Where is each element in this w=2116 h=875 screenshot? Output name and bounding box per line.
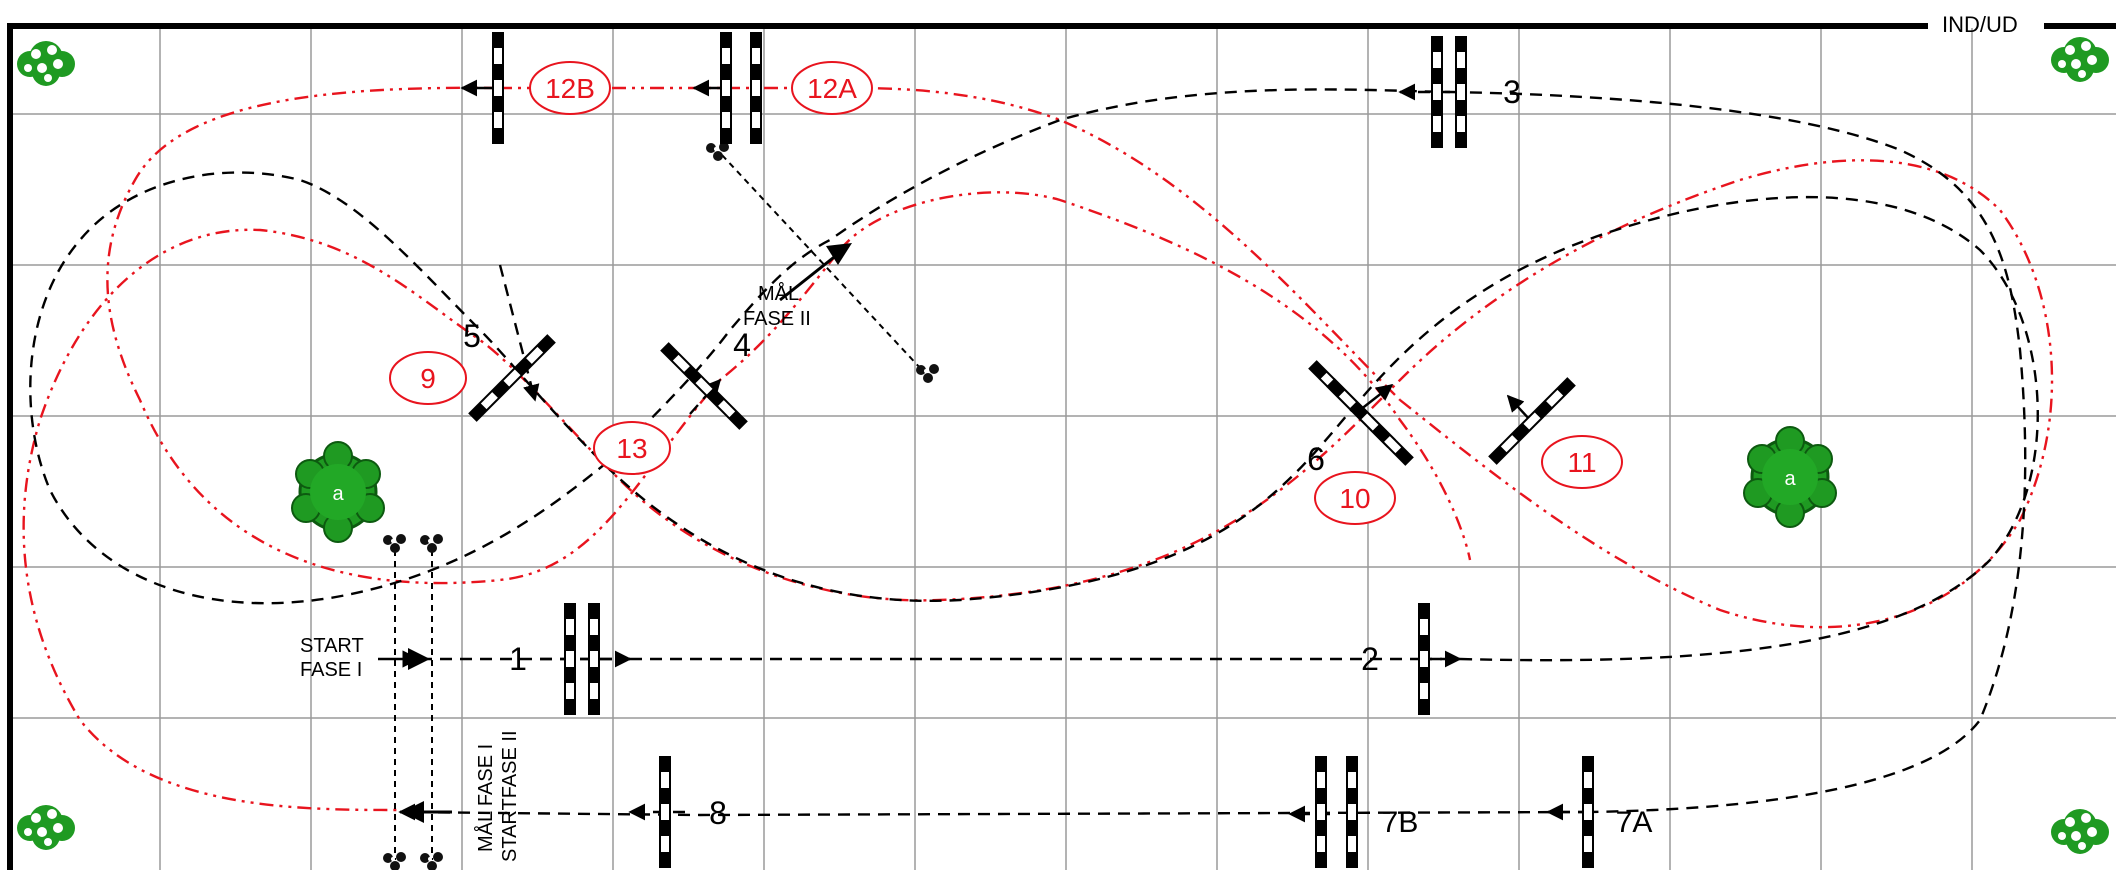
tree-left-icon: a xyxy=(290,440,386,544)
finish-phase2-label-line1: MÅL xyxy=(758,282,799,305)
arena-border xyxy=(7,23,2116,870)
corner-bush-top-left-icon xyxy=(17,41,75,86)
svg-text:a: a xyxy=(1784,468,1796,490)
start-phase1-label-line2: FASE I xyxy=(300,659,362,681)
phase2-label-11: 11 xyxy=(1541,435,1623,489)
obstacle-2-fence xyxy=(1418,603,1430,715)
obstacle-label-8: 8 xyxy=(709,795,727,831)
finish-phase2-label-line2: FASE II xyxy=(743,308,811,330)
phase2-label-12a: 12A xyxy=(791,61,873,115)
entry-exit-label: IND/UD xyxy=(1942,12,2018,37)
start-finish-lines xyxy=(394,154,923,860)
corner-bush-bottom-right-icon xyxy=(2051,809,2109,854)
corner-bush-top-right-icon xyxy=(2051,37,2109,82)
start-flag-left-icon xyxy=(383,534,406,553)
finish1-start2-label-line2: STARTFASE II xyxy=(499,730,521,862)
obstacle-12a-fence xyxy=(720,32,762,144)
phase1-route xyxy=(29,88,2039,817)
obstacle-5-fence xyxy=(468,334,556,422)
obstacle-12b-fence xyxy=(492,32,504,144)
finish1-start2-label-line1: MÅL FASE I xyxy=(474,744,497,852)
obstacle-label-5: 5 xyxy=(463,318,481,354)
finish2-flag-bottom-icon xyxy=(916,364,939,383)
svg-text:9: 9 xyxy=(420,363,436,394)
svg-text:11: 11 xyxy=(1567,447,1596,478)
phase2-label-13: 13 xyxy=(593,421,671,475)
svg-text:13: 13 xyxy=(616,433,647,464)
obstacle-label-3: 3 xyxy=(1503,74,1521,110)
start-marker xyxy=(378,648,430,670)
finish-flag-left-icon xyxy=(383,852,406,871)
finish-phase2-marker xyxy=(779,243,852,302)
phase2-label-9: 9 xyxy=(389,351,467,405)
obstacle-label-7a: 7A xyxy=(1616,806,1653,839)
phase2-label-10: 10 xyxy=(1314,471,1396,525)
finish-flag-right-icon xyxy=(420,852,443,871)
finish-phase1-marker xyxy=(402,801,452,823)
obstacle-label-6: 6 xyxy=(1307,441,1325,477)
phase2-label-12b: 12B xyxy=(529,61,611,115)
obstacle-7a-fence xyxy=(1582,756,1594,868)
svg-text:12A: 12A xyxy=(807,73,857,104)
svg-text:12B: 12B xyxy=(545,73,595,104)
start-phase1-label-line1: START xyxy=(300,635,364,657)
obstacle-8-fence xyxy=(659,756,671,868)
obstacle-label-2: 2 xyxy=(1361,641,1379,677)
obstacle-7b-fence xyxy=(1315,756,1358,868)
svg-text:a: a xyxy=(332,483,344,505)
corner-bush-bottom-left-icon xyxy=(17,805,75,850)
obstacle-label-7b: 7B xyxy=(1382,806,1419,839)
start-flag-right-icon xyxy=(420,534,443,553)
svg-text:10: 10 xyxy=(1339,483,1370,514)
tree-right-icon: a xyxy=(1742,425,1838,529)
obstacle-label-1: 1 xyxy=(509,641,527,677)
obstacle-label-4: 4 xyxy=(733,327,751,363)
